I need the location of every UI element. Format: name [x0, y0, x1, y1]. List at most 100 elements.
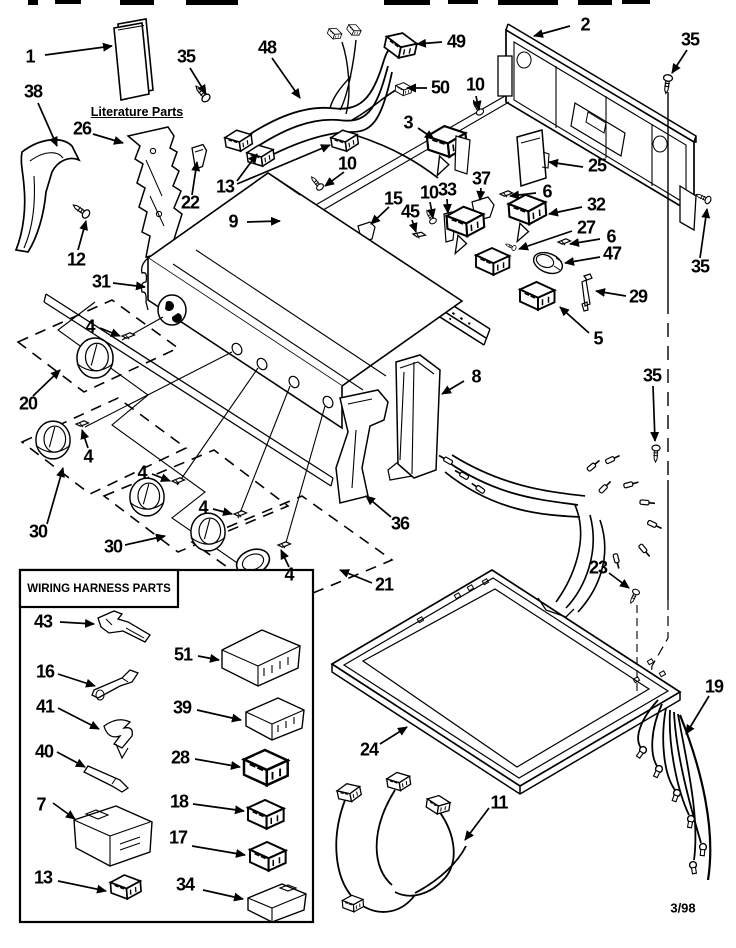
part-3-switch [426, 124, 471, 176]
part-23-screw [626, 587, 641, 606]
cluster-spade-11 [612, 552, 622, 570]
callout-26: 26 [72, 118, 92, 139]
callout-1: 1 [25, 46, 35, 67]
part-4-clip-c [171, 477, 186, 485]
part-35-screw-d [650, 444, 661, 463]
box-part-34-connector [247, 883, 307, 923]
callout-23: 23 [588, 557, 608, 578]
part-45-clip [411, 230, 427, 240]
callout-18: 18 [169, 791, 189, 812]
part-4-clip-e [277, 541, 292, 549]
callout-17: 17 [168, 827, 188, 848]
callout-29: 29 [628, 286, 648, 307]
switch-center-a [446, 205, 486, 253]
wiring-harness-box-title: WIRING HARNESS PARTS [27, 583, 171, 595]
callout-11: 11 [490, 792, 508, 813]
part-22-clip [191, 143, 208, 170]
callout-15: 15 [383, 188, 403, 209]
part-10-screw-c [423, 207, 438, 226]
callout-33: 33 [437, 179, 457, 200]
part-36-bracket [335, 389, 389, 504]
cluster-spade-5 [604, 452, 622, 465]
part-27-screw [504, 241, 518, 252]
callout-48: 48 [257, 37, 277, 58]
callout-27: 27 [576, 217, 596, 238]
cluster-spade-4 [585, 457, 602, 473]
callout-43: 43 [33, 611, 53, 632]
part-50-connector [394, 81, 413, 97]
callout-7: 7 [36, 794, 46, 815]
callout-16: 16 [35, 661, 55, 682]
callout-4: 4 [137, 462, 147, 483]
callout-12: 12 [66, 249, 86, 270]
callout-4: 4 [85, 316, 95, 337]
harness-end-b [344, 21, 363, 39]
callout-10: 10 [337, 153, 357, 174]
callout-22: 22 [180, 192, 200, 213]
callout-35: 35 [690, 256, 710, 277]
callout-13: 13 [33, 867, 53, 888]
callout-20: 20 [18, 393, 38, 414]
knob-1 [76, 337, 114, 379]
main-harness-cluster [444, 454, 606, 613]
date-code: 3/98 [670, 900, 696, 916]
callout-9: 9 [228, 211, 238, 232]
callout-36: 36 [390, 513, 410, 534]
box-part-39-connector [245, 697, 305, 741]
phantom-box-30b [102, 449, 290, 553]
part-47-connector [532, 251, 564, 275]
ring-terminal-5 [698, 842, 708, 857]
callout-51: 51 [173, 644, 193, 665]
callout-4: 4 [83, 446, 93, 467]
part-13-connector-a [223, 127, 254, 154]
callout-21: 21 [374, 574, 394, 595]
callout-4: 4 [284, 564, 294, 585]
cluster-spade-9 [646, 519, 664, 532]
box-part-41-clip [103, 719, 133, 760]
callout-28: 28 [170, 747, 190, 768]
part-35-screw-b [660, 73, 674, 95]
part-8-bracket [387, 354, 441, 481]
callout-6: 6 [606, 226, 616, 247]
callout-5: 5 [593, 328, 603, 349]
box-part-43-terminal [97, 610, 151, 643]
part-4-clip-a [121, 332, 136, 340]
part-29-pin [581, 273, 593, 312]
box-part-51-connector [221, 629, 301, 687]
callout-10: 10 [419, 182, 439, 203]
callout-49: 49 [446, 31, 466, 52]
part-25-plate [516, 129, 550, 188]
callout-35: 35 [176, 46, 196, 67]
knob-3 [129, 477, 165, 517]
part-6-clip-b [557, 238, 572, 246]
literature-parts-label: Literature Parts [90, 105, 184, 119]
callout-2: 2 [580, 14, 590, 35]
switch-center-b [475, 247, 511, 276]
callout-40: 40 [34, 741, 54, 762]
callout-39: 39 [172, 697, 192, 718]
callout-41: 41 [35, 696, 55, 717]
callout-24: 24 [359, 739, 379, 760]
cropped-header-text [28, 0, 650, 5]
harness11-conn-3 [424, 793, 452, 817]
knob-4 [190, 512, 226, 552]
callout-45: 45 [400, 201, 420, 222]
callout-6: 6 [542, 181, 552, 202]
callout-13: 13 [215, 176, 235, 197]
callout-30: 30 [103, 536, 123, 557]
callout-47: 47 [602, 243, 622, 264]
cluster-spade-8 [639, 499, 656, 507]
part-4-clip-d [233, 510, 248, 518]
phantom-box-30a [20, 397, 188, 495]
assembly-centerline [649, 92, 669, 691]
callout-50: 50 [430, 77, 450, 98]
box-part-16-terminal [91, 669, 139, 701]
box-part-7-connector [73, 805, 153, 867]
callout-3: 3 [403, 112, 413, 133]
leader-arrows [32, 25, 711, 902]
callout-31: 31 [91, 271, 111, 292]
part-26-bracket [126, 126, 183, 258]
harness11-conn-1 [335, 780, 363, 805]
